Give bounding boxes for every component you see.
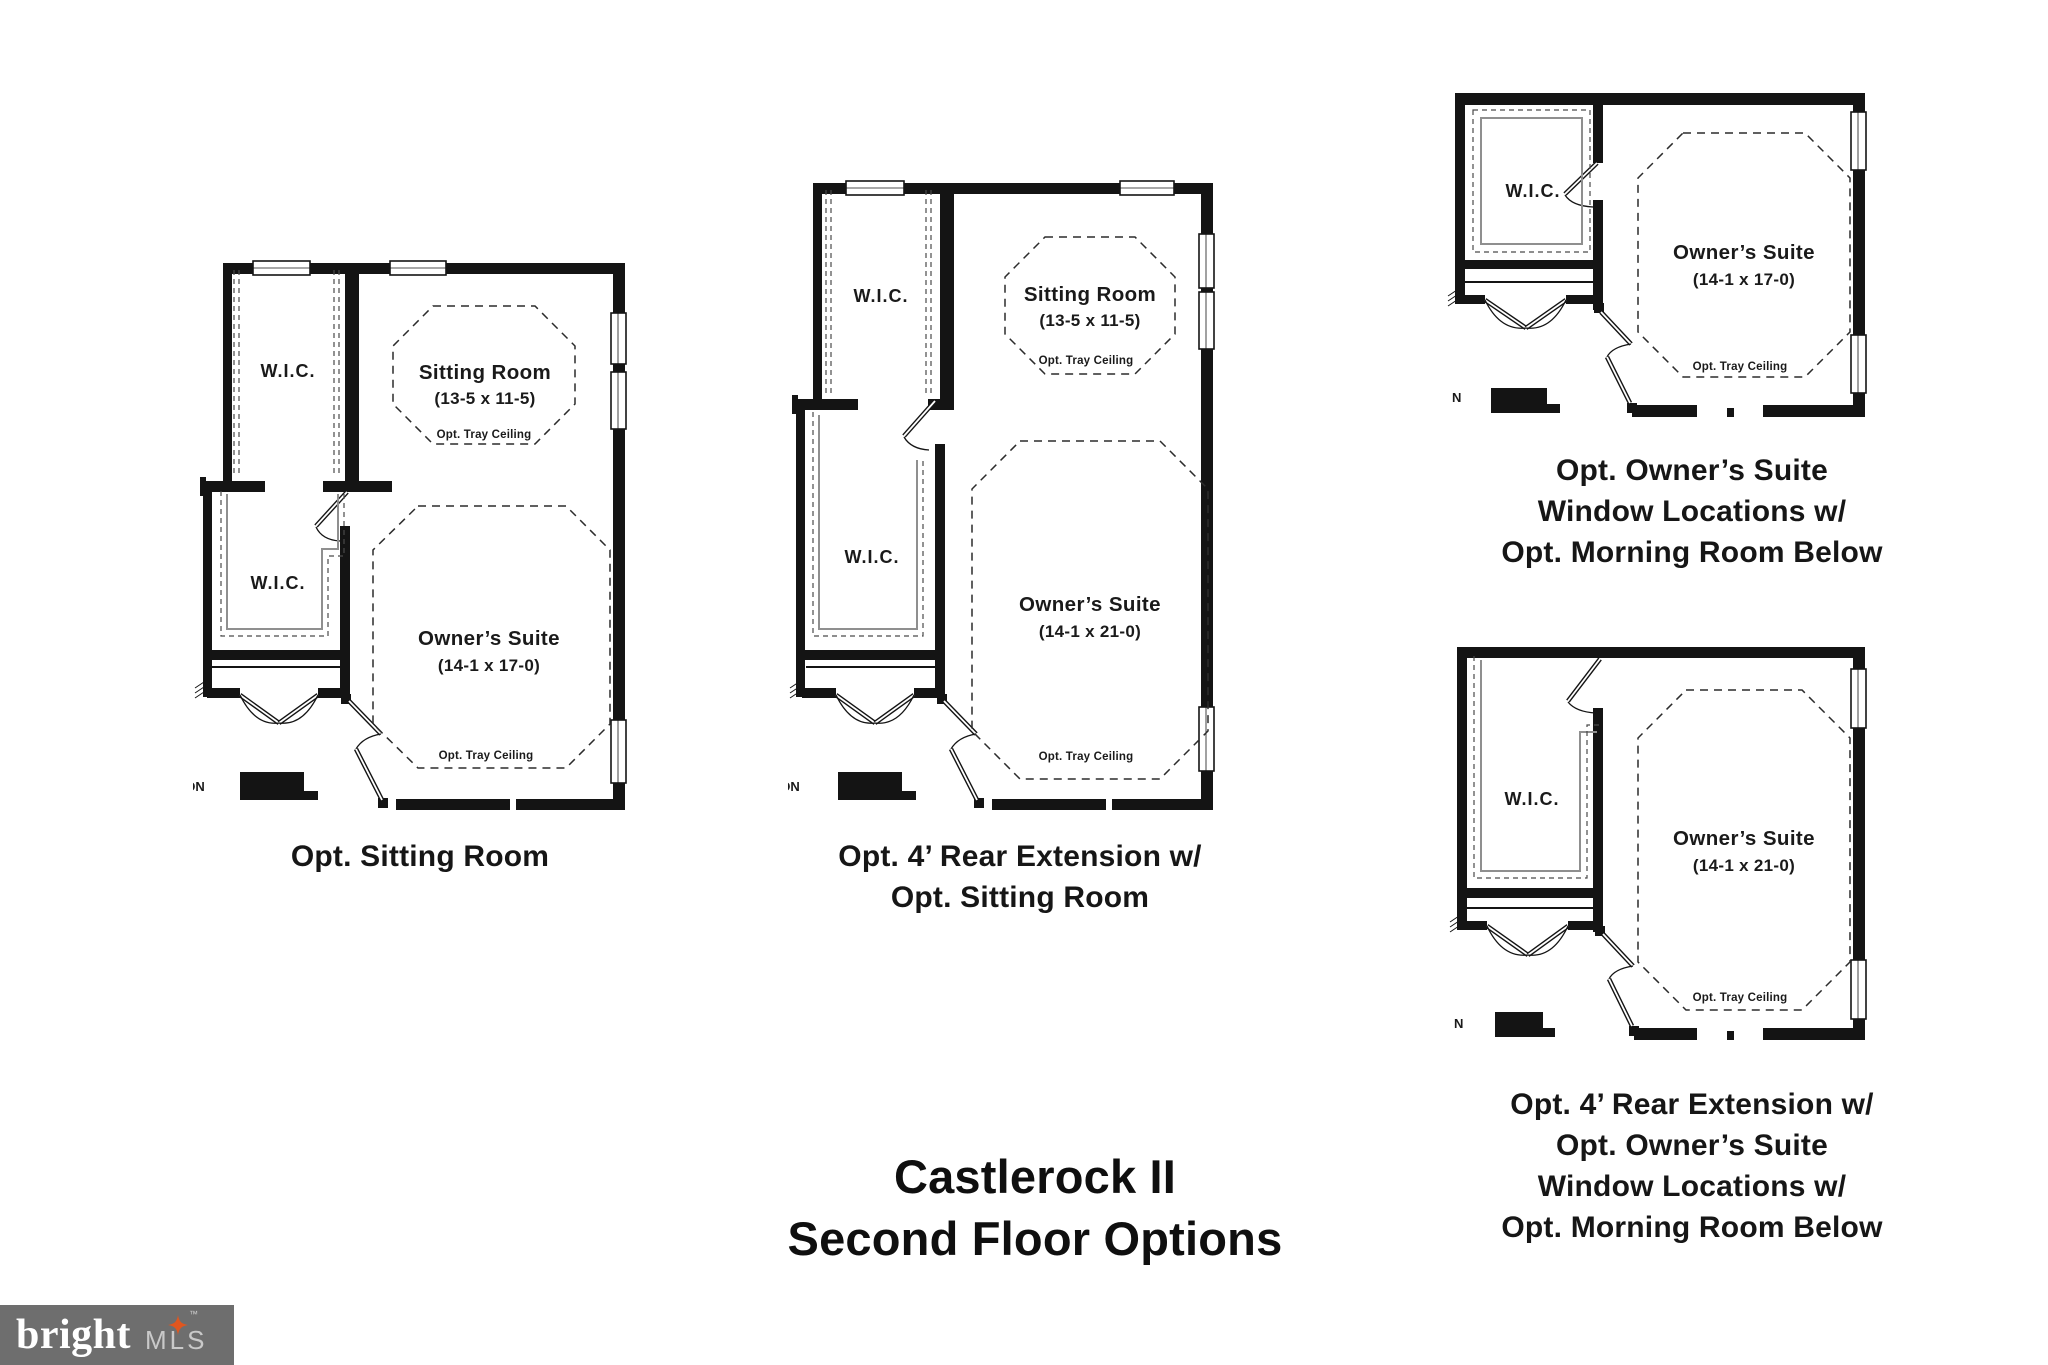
plan4-closets xyxy=(1473,656,1600,879)
plan4-owners-tray-ceiling xyxy=(1637,689,1851,1011)
plan4-owners-tray-note: Opt. Tray Ceiling xyxy=(1693,992,1788,1004)
caption-line: Opt. 4’ Rear Extension w/ xyxy=(1510,1088,1874,1121)
plan1-windows xyxy=(252,260,627,784)
plan4-caption: Opt. 4’ Rear Extension w/ Opt. Owner’s S… xyxy=(1467,1084,1917,1248)
plan1-closets xyxy=(220,270,345,637)
floor-plan-rear-extension-window-locations: W.I.C. Owner’s Suite (14-1 x 21-0) Opt. … xyxy=(1449,647,1867,1040)
caption-line: Opt. Owner’s Suite xyxy=(1556,1129,1828,1162)
plan4-walls xyxy=(1449,647,1865,1040)
caption-line: Window Locations w/ xyxy=(1537,495,1847,528)
plan3-owners-name: Owner’s Suite xyxy=(1673,241,1815,264)
caption-line: Opt. Morning Room Below xyxy=(1501,1211,1883,1244)
plan1-owners-name: Owner’s Suite xyxy=(418,627,560,650)
plan1-sitting-dims: (13-5 x 11-5) xyxy=(434,389,535,408)
chimney xyxy=(240,772,304,800)
caption-line: Opt. Morning Room Below xyxy=(1501,536,1883,569)
bright-mls-logo: bright ™ MLS xyxy=(0,1305,234,1365)
plan4-owners-name: Owner’s Suite xyxy=(1673,827,1815,850)
plan1-caption: Opt. Sitting Room xyxy=(195,836,645,877)
plan1-sitting-name: Sitting Room xyxy=(419,361,551,384)
plan1-owners-tray-note: Opt. Tray Ceiling xyxy=(439,750,534,762)
caption-line: Opt. 4’ Rear Extension w/ xyxy=(838,840,1202,873)
plan1-wic1-label: W.I.C. xyxy=(261,361,316,381)
plan1-sitting-tray-ceiling xyxy=(392,305,576,445)
plan3-walls xyxy=(1447,93,1865,417)
chimney xyxy=(1495,1012,1543,1037)
star-icon xyxy=(168,1315,188,1335)
plan2-closets xyxy=(812,190,932,637)
plan3-owners-dims: (14-1 x 17-0) xyxy=(1693,270,1795,289)
plan4-doors xyxy=(1485,657,1635,1028)
plan1-doors xyxy=(238,490,385,802)
plan2-owners-name: Owner’s Suite xyxy=(1019,593,1161,616)
plan3-owners-tray-ceiling xyxy=(1637,132,1851,378)
plan3-windows xyxy=(1850,111,1867,394)
plan3-caption: Opt. Owner’s Suite Window Locations w/ O… xyxy=(1467,450,1917,573)
chimney xyxy=(838,772,902,800)
plan1-wic2-label: W.I.C. xyxy=(251,573,306,593)
sheet-title: Castlerock II Second Floor Options xyxy=(735,1146,1335,1270)
plan2-sitting-dims: (13-5 x 11-5) xyxy=(1039,311,1140,330)
logo-brand-text: bright xyxy=(16,1312,132,1358)
plan1-walls xyxy=(194,263,625,810)
floor-plan-rear-extension-sitting-room: W.I.C. W.I.C. Sitting Room (13-5 x 11-5)… xyxy=(788,180,1215,810)
logo-mls-text: MLS xyxy=(145,1324,208,1355)
plan2-windows xyxy=(845,180,1215,772)
plan3-owners-tray-note: Opt. Tray Ceiling xyxy=(1693,361,1788,373)
plan1-owners-dims: (14-1 x 17-0) xyxy=(438,656,540,675)
plan2-owners-dims: (14-1 x 21-0) xyxy=(1039,622,1141,641)
plan2-sitting-name: Sitting Room xyxy=(1024,283,1156,306)
caption-line: Window Locations w/ xyxy=(1537,1170,1847,1203)
plan2-stairs-label: DN xyxy=(788,779,800,794)
plan2-owners-tray-note: Opt. Tray Ceiling xyxy=(1039,751,1134,763)
plan3-closets xyxy=(1472,109,1591,253)
caption-line: Opt. Sitting Room xyxy=(290,840,550,873)
plan2-owners-tray-ceiling xyxy=(971,440,1209,780)
plan1-owners-tray-ceiling xyxy=(372,505,611,769)
logo-trademark: ™ xyxy=(189,1309,198,1319)
plan2-walls xyxy=(789,183,1213,810)
plan3-wic-label: W.I.C. xyxy=(1506,181,1561,201)
sheet-title-line2: Second Floor Options xyxy=(787,1212,1283,1265)
plan2-wic2-label: W.I.C. xyxy=(845,547,900,567)
plan4-owners-dims: (14-1 x 21-0) xyxy=(1693,856,1795,875)
plan4-stairs-label: N xyxy=(1454,1016,1463,1031)
chimney xyxy=(1491,388,1547,413)
plan4-windows xyxy=(1850,668,1867,1020)
sheet-title-line1: Castlerock II xyxy=(893,1150,1177,1203)
plan2-wic1-label: W.I.C. xyxy=(854,286,909,306)
plan4-wic-label: W.I.C. xyxy=(1505,789,1560,809)
plan2-doors xyxy=(834,399,980,802)
plan1-stairs-label: DN xyxy=(193,779,205,794)
caption-line: Opt. Owner’s Suite xyxy=(1556,454,1828,487)
plan3-stairs-label: N xyxy=(1452,390,1461,405)
caption-line: Opt. Sitting Room xyxy=(890,881,1150,914)
plan1-sitting-tray-note: Opt. Tray Ceiling xyxy=(437,429,532,441)
plan2-sitting-tray-note: Opt. Tray Ceiling xyxy=(1039,355,1134,367)
floor-plan-owners-suite-window-locations: W.I.C. Owner’s Suite (14-1 x 17-0) Opt. … xyxy=(1447,93,1867,417)
floor-plan-opt-sitting-room: W.I.C. W.I.C. Sitting Room (13-5 x 11-5)… xyxy=(193,260,627,810)
plan2-caption: Opt. 4’ Rear Extension w/ Opt. Sitting R… xyxy=(795,836,1245,918)
